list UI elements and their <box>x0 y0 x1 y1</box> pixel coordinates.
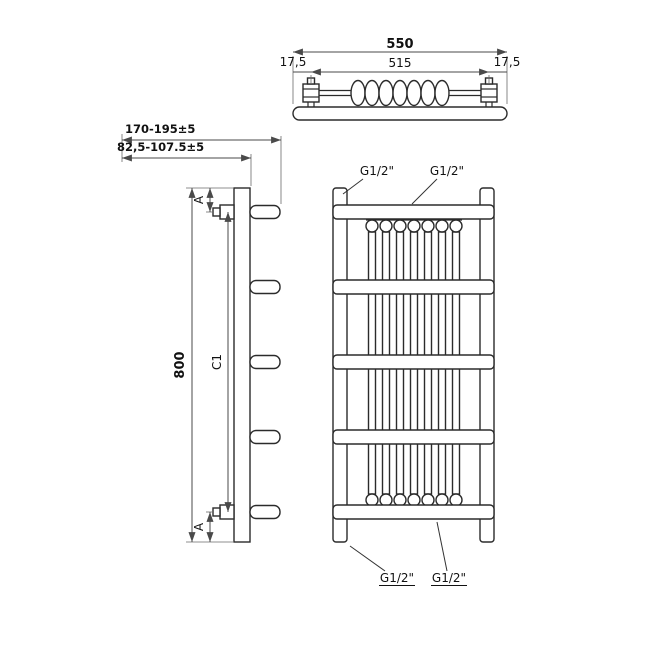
element-bump <box>365 493 379 507</box>
top-view-towel-bar <box>292 106 508 121</box>
connection-label-top-right: G1/2" <box>430 164 464 178</box>
side-view-connection-top <box>212 204 235 220</box>
side-view-rung <box>249 279 281 295</box>
connection-label-bottom-left: G1/2" <box>380 571 414 585</box>
element-bump <box>435 493 449 507</box>
front-view-crossbar <box>332 429 495 445</box>
element-bump <box>421 493 435 507</box>
leader-line <box>436 521 448 572</box>
dim-overall-width: 550 <box>386 37 413 52</box>
side-view-rung <box>249 354 281 370</box>
element-bump <box>435 219 449 233</box>
dim-height: 800 <box>173 351 188 378</box>
element-bump <box>379 219 393 233</box>
element-bump <box>449 493 463 507</box>
element-bump <box>379 493 393 507</box>
dim-offset-bottom: A <box>192 522 206 531</box>
element-bump <box>421 219 435 233</box>
dim-offset-left: 17,5 <box>280 55 307 69</box>
connection-label-top-left: G1/2" <box>360 164 394 178</box>
side-view-rung <box>249 429 281 445</box>
side-view-upright <box>233 187 251 543</box>
front-view-crossbar <box>332 354 495 370</box>
front-view-crossbar <box>332 279 495 295</box>
front-view-crossbar <box>332 204 495 220</box>
connection-label-bottom-right: G1/2" <box>432 571 466 585</box>
front-view-crossbar <box>332 504 495 520</box>
element-bump <box>449 219 463 233</box>
top-view: 550 515 17,5 17,5 <box>280 37 521 121</box>
dim-depth-inner: 82,5-107.5±5 <box>117 140 204 154</box>
leader-line <box>411 178 438 205</box>
dim-inner-width: 515 <box>389 56 412 70</box>
top-view-heating-element <box>350 79 450 107</box>
leader-line <box>342 178 364 195</box>
side-view: 170-195±5 82,5-107.5±5 800 C1 A A <box>117 122 282 543</box>
side-view-rung <box>249 204 281 220</box>
front-view: G1/2" G1/2" G1/2" G1/2" <box>332 164 495 586</box>
dim-offset-top: A <box>192 195 206 204</box>
element-bump <box>365 219 379 233</box>
element-bump <box>407 219 421 233</box>
element-bump <box>407 493 421 507</box>
side-view-rung <box>249 504 281 520</box>
dim-depth-total: 170-195±5 <box>125 122 195 136</box>
side-view-connection-bottom <box>212 504 235 520</box>
leader-line <box>349 545 386 572</box>
dim-offset-right: 17,5 <box>494 55 521 69</box>
element-bump <box>393 219 407 233</box>
dim-center-distance: C1 <box>210 354 224 370</box>
element-bump <box>393 493 407 507</box>
